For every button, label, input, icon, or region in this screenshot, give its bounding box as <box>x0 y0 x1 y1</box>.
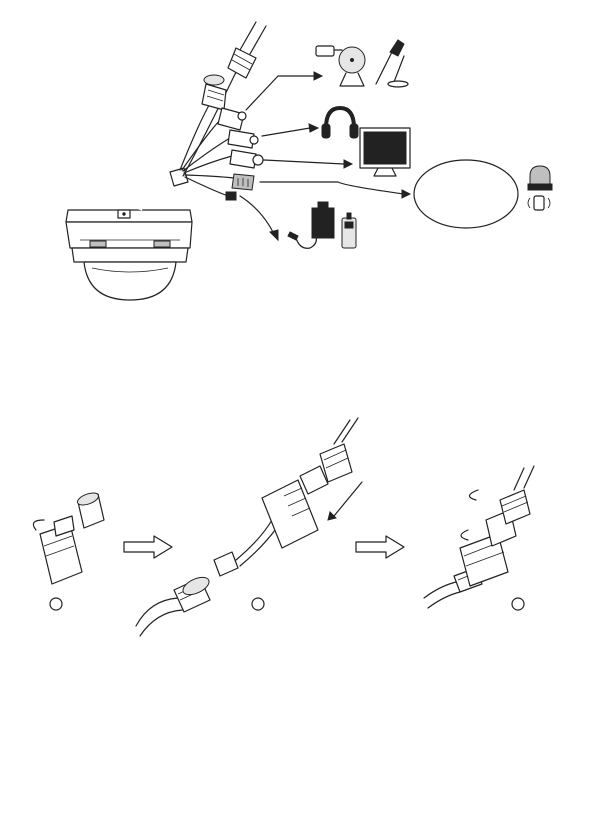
dome-camera <box>66 168 192 300</box>
step-2-marker <box>252 598 264 610</box>
power-adapter-icon <box>288 202 356 248</box>
step-1-marker <box>50 598 62 610</box>
headphones-icon <box>322 108 358 138</box>
waterproof-assembly-diagram <box>33 418 534 636</box>
monitor-icon <box>360 128 410 176</box>
step-arrow-1 <box>124 536 172 558</box>
step-3-marker <box>512 598 524 610</box>
bnc-connector <box>230 150 263 168</box>
microphone-icon <box>316 40 408 87</box>
step-2-figure <box>136 418 362 636</box>
network-connector <box>228 22 266 78</box>
alarm-io-devices <box>414 160 552 228</box>
power-connector <box>202 75 226 110</box>
connection-diagram <box>66 22 552 300</box>
step-1-figure <box>33 491 104 584</box>
step-3-figure <box>424 466 534 608</box>
step-arrow-2 <box>356 536 404 558</box>
